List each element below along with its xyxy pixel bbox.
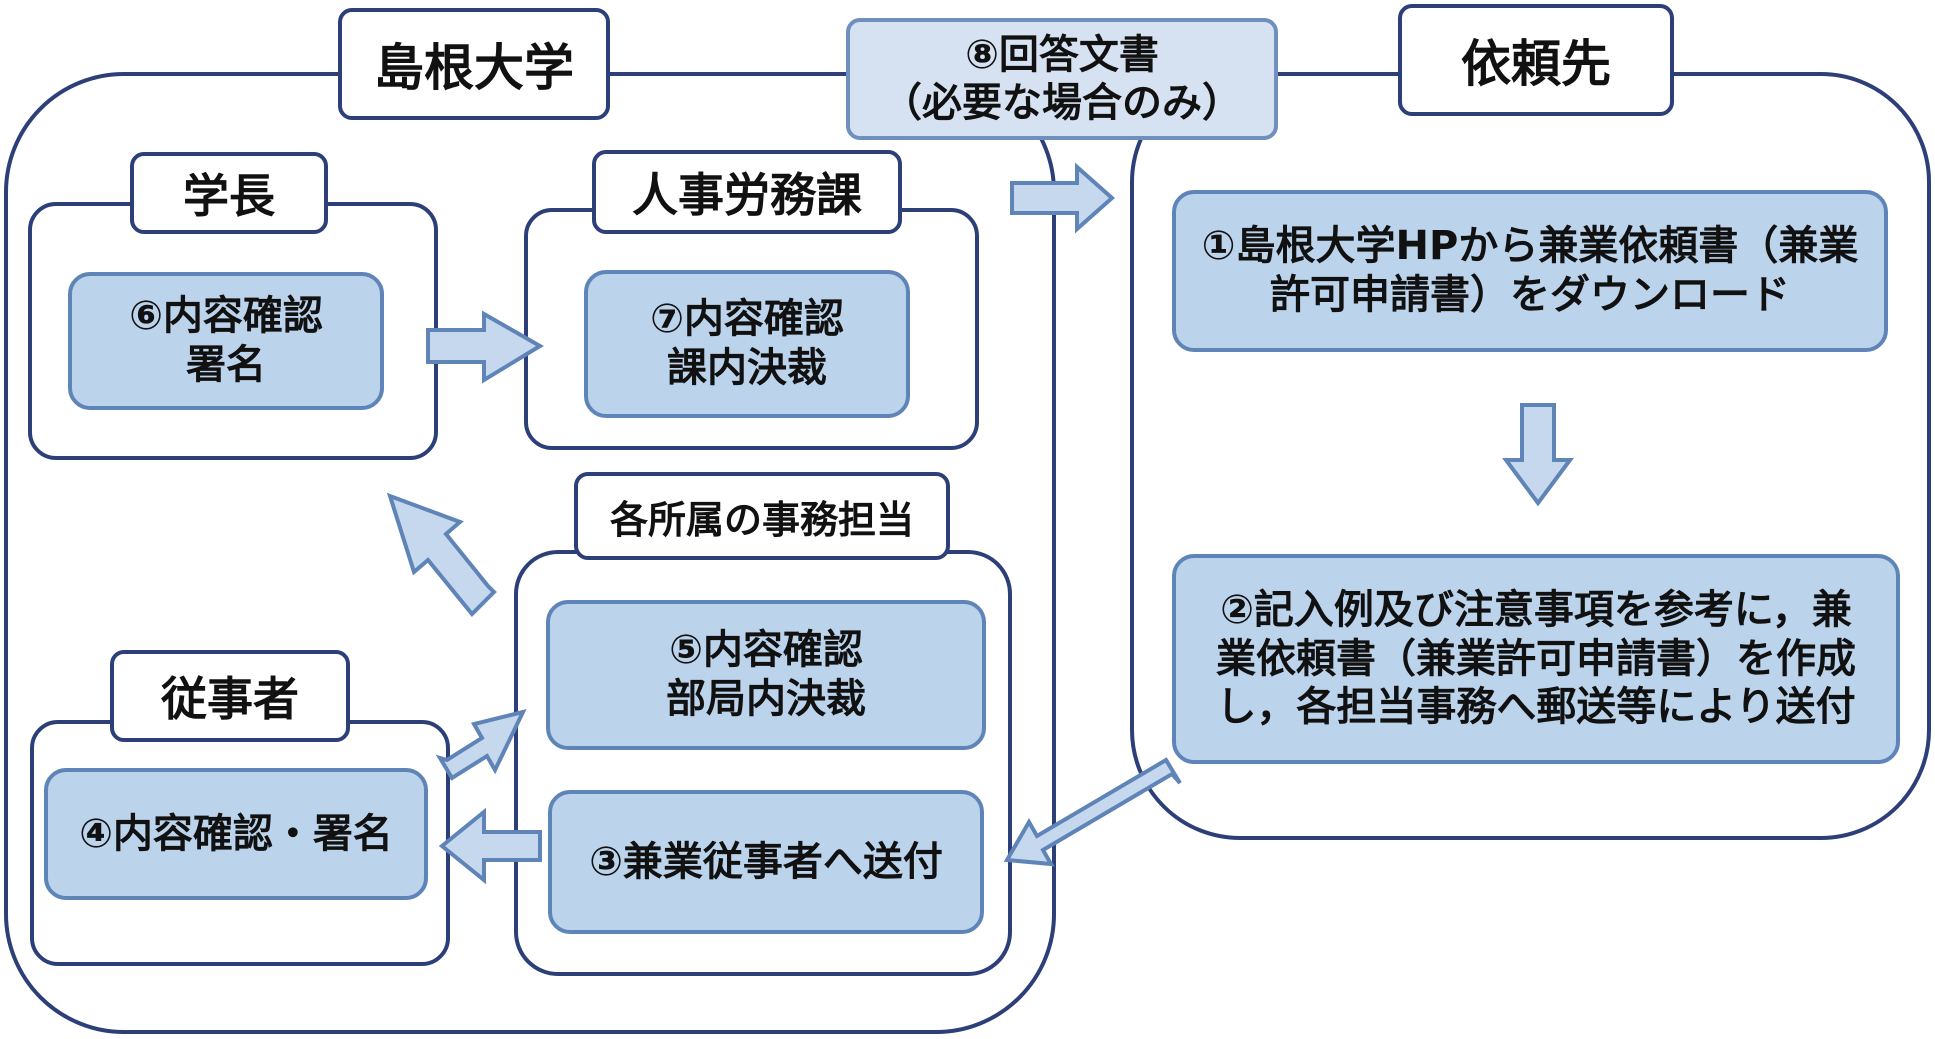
university-label: 島根大学 xyxy=(338,8,610,120)
step-6-president-sign: ⑥内容確認 署名 xyxy=(68,272,384,410)
step-2-prepare-and-send: ②記入例及び注意事項を参考に，兼 業依頼書（兼業許可申請書）を作成 し，各担当事… xyxy=(1172,554,1900,764)
arrow-answer-to-requester xyxy=(1010,162,1116,234)
arrow-step1-to-step2 xyxy=(1502,403,1574,507)
step-4-confirm-and-sign: ④内容確認・署名 xyxy=(44,768,428,900)
arrow-step6-to-step7 xyxy=(426,310,544,384)
hr-label: 人事労務課 xyxy=(592,150,902,234)
president-label: 学長 xyxy=(130,152,328,234)
office-label: 各所属の事務担当 xyxy=(574,472,950,560)
requester-label: 依頼先 xyxy=(1398,4,1674,116)
step-1-download: ①島根大学HPから兼業依頼書（兼業 許可申請書）をダウンロード xyxy=(1172,190,1888,352)
step-7-hr-approval: ⑦内容確認 課内決裁 xyxy=(584,270,910,418)
step-8-answer-document: ⑧回答文書 （必要な場合のみ） xyxy=(846,18,1278,140)
arrow-step5-to-step6 xyxy=(386,492,497,617)
arrow-step2-to-step3 xyxy=(1003,757,1182,867)
step-3-send-to-worker: ③兼業従事者へ送付 xyxy=(548,790,984,934)
arrow-step4-to-step5 xyxy=(435,709,527,781)
worker-label: 従事者 xyxy=(110,650,350,742)
step-5-department-approval: ⑤内容確認 部局内決裁 xyxy=(546,600,986,750)
arrow-step3-to-step4 xyxy=(438,807,542,885)
